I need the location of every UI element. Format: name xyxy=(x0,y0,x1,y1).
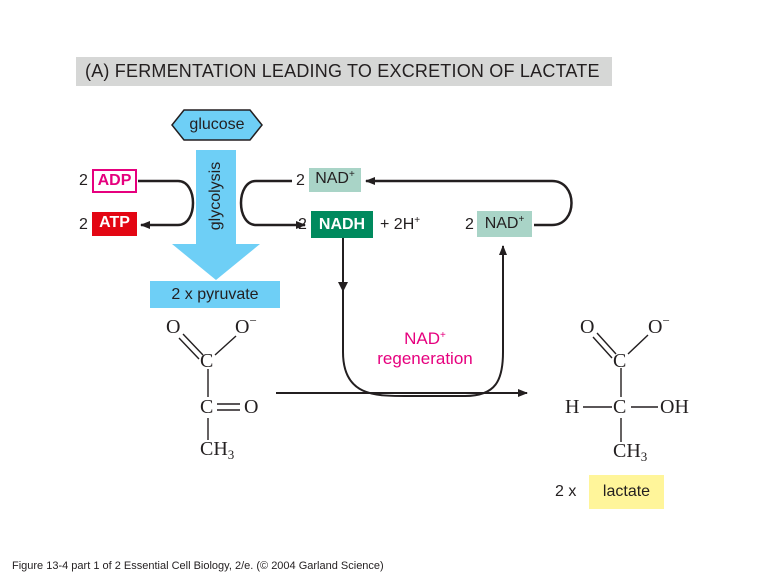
pyruvate-bonds xyxy=(178,333,240,440)
lactate-box: lactate xyxy=(589,475,664,509)
nad-right-count: 2 xyxy=(465,216,474,233)
lactate-c2: C xyxy=(613,396,627,418)
pyruvate-o1: O xyxy=(166,316,181,338)
glycolysis-arrow xyxy=(172,150,260,280)
glycolysis-label: glycolysis xyxy=(207,161,224,231)
adp-box: ADP xyxy=(92,169,137,193)
regeneration-down-arrowhead xyxy=(338,282,348,292)
nad-top-charge: + xyxy=(348,169,355,180)
regeneration-charge: + xyxy=(440,330,446,341)
pyruvate-o3: O xyxy=(244,396,259,418)
glucose-hexagon xyxy=(171,109,263,141)
nad-return-arrow xyxy=(365,177,573,227)
lactate-ch3: CH3 xyxy=(613,440,648,464)
nadh-count: 2 xyxy=(298,216,307,233)
lactate-o2: O− xyxy=(648,313,670,338)
pyruvate-c1: C xyxy=(200,350,214,372)
glucose-label: glucose xyxy=(189,116,245,133)
regeneration-loop xyxy=(342,238,507,397)
nadh-box: NADH xyxy=(311,211,373,238)
nad-right-label: NAD xyxy=(484,215,519,232)
lactate-count: 2 x xyxy=(555,483,577,500)
nad-top-count: 2 xyxy=(296,172,305,189)
nadh-suffix-charge: + xyxy=(414,215,421,226)
regeneration-line1: NAD+ xyxy=(360,328,490,349)
nad-nadh-arrow xyxy=(239,179,306,229)
pyruvate-o2-label: O xyxy=(235,316,250,338)
lactate-o2-label: O xyxy=(648,316,663,338)
regeneration-nad: NAD xyxy=(404,329,441,348)
adp-count: 2 xyxy=(79,172,88,189)
nad-top-label: NAD xyxy=(315,170,349,187)
lactate-bonds xyxy=(583,332,658,442)
lactate-o2-charge: − xyxy=(662,313,670,328)
lactate-oh: OH xyxy=(660,396,689,418)
adp-atp-arrow xyxy=(138,179,195,229)
nad-right-charge: + xyxy=(518,214,525,225)
pyruvate-ch3-label: CH xyxy=(200,438,228,460)
figure-title: (A) FERMENTATION LEADING TO EXCRETION OF… xyxy=(76,57,612,86)
atp-box: ATP xyxy=(92,212,137,236)
lactate-ch3-sub: 3 xyxy=(640,449,648,464)
pyruvate-o2: O− xyxy=(235,313,257,338)
pyruvate-box: 2 x pyruvate xyxy=(150,281,280,308)
lactate-c1: C xyxy=(613,350,627,372)
pyruvate-o2-charge: − xyxy=(249,313,257,328)
regeneration-line2: regeneration xyxy=(377,349,473,368)
pyruvate-c2: C xyxy=(200,396,214,418)
lactate-h: H xyxy=(565,396,580,418)
pyruvate-ch3: CH3 xyxy=(200,438,235,462)
pyruvate-ch3-sub: 3 xyxy=(227,447,235,462)
nad-top-box: NAD+ xyxy=(309,168,361,192)
figure-caption: Figure 13-4 part 1 of 2 Essential Cell B… xyxy=(12,560,384,572)
lactate-ch3-label: CH xyxy=(613,440,641,462)
nadh-suffix: + 2H+ xyxy=(380,215,420,235)
nadh-suffix-text: + 2H xyxy=(380,216,415,233)
atp-count: 2 xyxy=(79,216,88,233)
nad-right-box: NAD+ xyxy=(477,211,532,237)
lactate-o1: O xyxy=(580,316,595,338)
